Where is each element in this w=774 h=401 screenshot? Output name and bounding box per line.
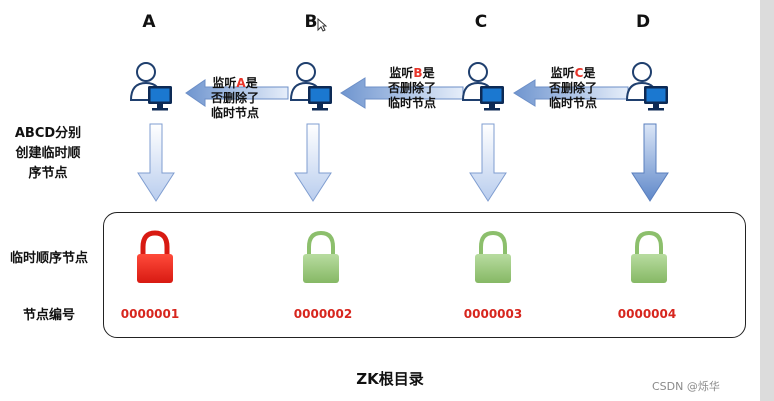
lock-icon-locked [137,230,173,283]
watermark-credit: CSDN @烁华 [652,380,720,393]
lock-icon-unlocked [631,230,667,283]
node-seq-a: 0000001 [120,307,180,321]
node-type-label: 临时顺序节点 [9,251,88,266]
create-arrow-b [294,123,332,202]
window-edge [760,0,774,401]
client-c-icon [462,62,505,112]
zk-root-caption: ZK根目录 [356,370,424,388]
create-arrow-a [137,123,175,202]
client-c-label: C [474,12,488,32]
create-arrow-d [631,123,669,202]
create-nodes-caption: ABCD分别 创建临时顺 序节点 [14,126,82,181]
watch-label-c: 监听C是 否删除了 临时节点 [548,66,597,110]
mouse-cursor-icon [317,18,327,32]
zk-root-container [103,212,746,338]
node-seq-c: 0000003 [463,307,523,321]
client-a-label: A [142,12,156,32]
watch-label-a: 监听A是 否删除了 临时节点 [210,76,259,120]
node-number-label: 节点编号 [22,308,75,323]
client-b-icon [290,62,333,112]
client-b-label: B [304,12,318,32]
client-a-icon [130,62,173,112]
lock-icon-unlocked [475,230,511,283]
watch-arrow-d-to-c [513,79,629,107]
lock-icon-unlocked [303,230,339,283]
watch-label-b: 监听B是 否删除了 临时节点 [387,66,436,110]
node-seq-d: 0000004 [617,307,677,321]
create-arrow-c [469,123,507,202]
client-d-label: D [635,12,651,32]
node-seq-b: 0000002 [293,307,353,321]
client-d-icon [626,62,669,112]
watch-arrow-b-to-a [185,79,289,107]
watch-arrow-c-to-b [340,77,464,109]
